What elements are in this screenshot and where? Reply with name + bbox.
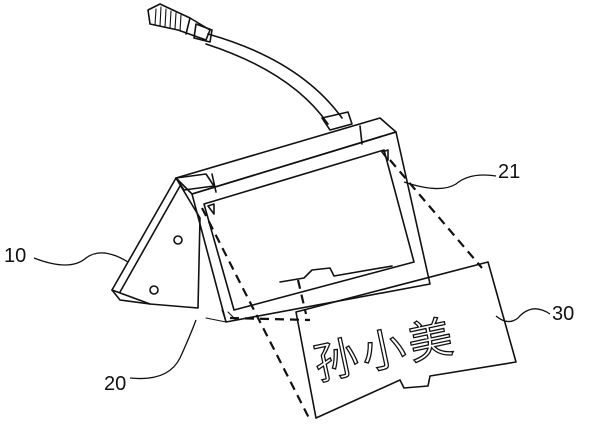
ref-label-21: 21 — [498, 161, 520, 183]
reference-21: 21 — [403, 161, 520, 190]
name-card-text: 孙小美 — [310, 311, 461, 391]
screw-lower — [149, 285, 159, 295]
base-side-panel — [111, 177, 201, 309]
reference-10: 10 — [4, 245, 129, 267]
microphone-head — [147, 3, 213, 43]
microphone — [147, 3, 353, 131]
name-card-outline — [295, 261, 517, 419]
screw-upper — [173, 235, 183, 245]
holder-front-frame — [191, 131, 431, 323]
gooseneck — [205, 33, 343, 125]
holder-slot — [279, 265, 393, 283]
ref-label-30: 30 — [552, 303, 574, 325]
holder-window-21 — [203, 149, 415, 311]
ref-label-10: 10 — [4, 245, 26, 267]
ref-label-20: 20 — [104, 373, 126, 395]
reference-30: 30 — [495, 303, 574, 325]
reference-20: 20 — [104, 319, 197, 395]
base-device — [111, 173, 215, 309]
card-holder — [175, 117, 431, 323]
